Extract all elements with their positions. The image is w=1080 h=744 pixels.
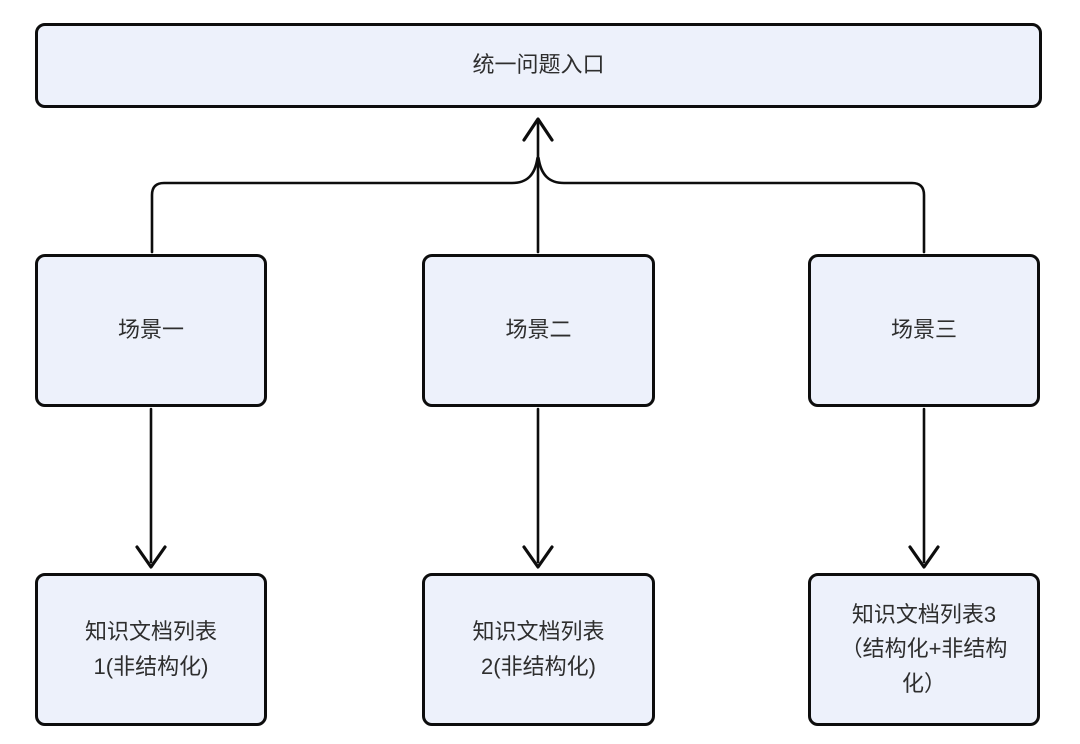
node-doclist-3: 知识文档列表3 （结构化+非结构 化） [808, 573, 1040, 726]
arrow-down-icon [908, 545, 940, 569]
node-doclist-2: 知识文档列表 2(非结构化) [422, 573, 655, 726]
connector-scenario3-to-entry [537, 156, 926, 254]
arrow-down-icon [522, 545, 554, 569]
node-doclist-1: 知识文档列表 1(非结构化) [35, 573, 267, 726]
node-scenario-2: 场景二 [422, 254, 655, 407]
arrow-down-icon [135, 545, 167, 569]
node-scenario-1: 场景一 [35, 254, 267, 407]
node-unified-question-entry: 统一问题入口 [35, 23, 1042, 108]
connector-scenario1-to-entry [150, 156, 539, 254]
node-scenario-3: 场景三 [808, 254, 1040, 407]
arrow-up-icon [522, 117, 554, 142]
